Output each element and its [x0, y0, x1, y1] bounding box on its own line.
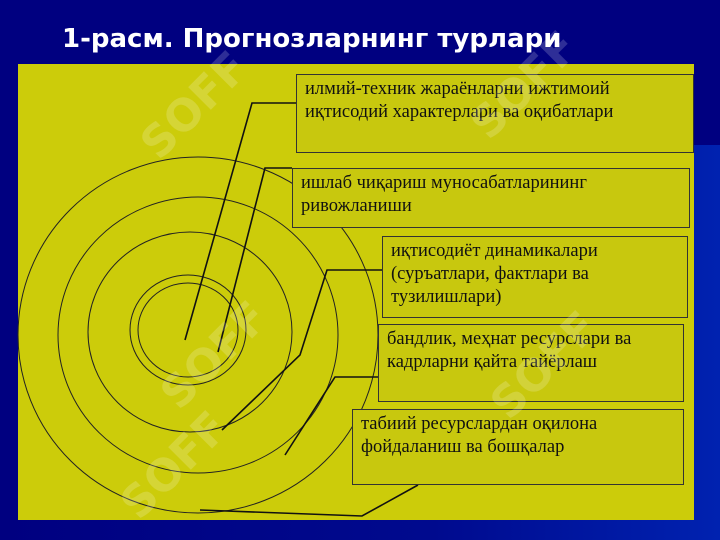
circle-third [57, 196, 339, 474]
leader-line-3 [221, 269, 382, 431]
forecast-type-box-4: бандлик, меҳнат ресурслари ва кадрларни … [378, 324, 684, 402]
circle-second [87, 231, 293, 433]
circle-inner-2 [137, 282, 239, 378]
leader-line-5 [199, 484, 419, 517]
leader-line-1 [184, 102, 296, 341]
forecast-type-box-3: иқтисодиёт динамикалари (суръатлари, фак… [382, 236, 688, 318]
forecast-type-box-5: табиий ресурслардан оқилона фойдаланиш в… [352, 409, 684, 485]
slide-title: 1-расм. Прогнозларнинг турлари [62, 24, 562, 54]
leader-line-4 [284, 376, 378, 456]
forecast-type-box-1: илмий-техник жараёнларни ижтимоий иқтисо… [296, 74, 694, 153]
circle-inner-1 [129, 274, 247, 386]
leader-line-2 [217, 167, 292, 353]
forecast-type-box-2: ишлаб чиқариш муносабатларининг ривожлан… [292, 168, 690, 228]
